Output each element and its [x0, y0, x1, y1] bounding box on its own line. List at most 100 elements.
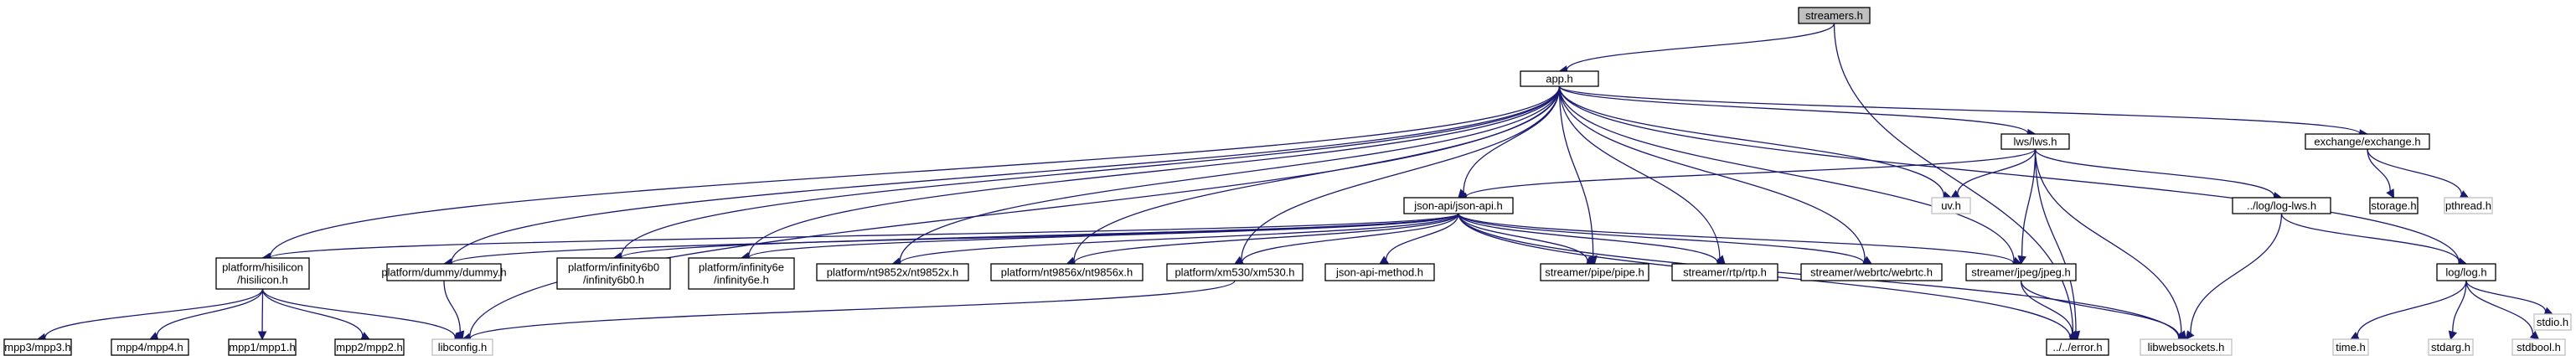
node-box	[1540, 263, 1649, 281]
node-label: mpp1/mpp1.h	[229, 341, 296, 353]
node-label: platform/infinity6b0	[568, 261, 659, 274]
node-box	[2511, 338, 2566, 356]
node-xm530[interactable]: platform/xm530/xm530.h	[1166, 263, 1303, 281]
edge-loglog-to-stdbool	[2465, 280, 2540, 340]
node-label: stdarg.h	[2431, 341, 2470, 353]
node-box	[2305, 133, 2430, 150]
node-label: platform/infinity6e	[699, 261, 784, 274]
node-label: log/log.h	[2445, 266, 2486, 279]
node-label: /hisilicon.h	[237, 274, 288, 286]
node-box	[111, 338, 189, 356]
node-box	[2332, 338, 2369, 356]
node-pipe[interactable]: streamer/pipe/pipe.h	[1540, 263, 1649, 281]
node-box	[2533, 313, 2572, 331]
node-box	[2232, 197, 2331, 214]
node-label: storage.h	[2371, 199, 2416, 212]
node-infinity6e[interactable]: platform/infinity6e/infinity6e.h	[688, 257, 795, 290]
node-label: uv.h	[1941, 199, 1961, 212]
node-label: mpp3/mpp3.h	[4, 341, 71, 353]
edge-streamers-to-error	[1833, 23, 2078, 340]
node-hisilicon[interactable]: platform/hisilicon/hisilicon.h	[215, 257, 310, 290]
node-label: time.h	[2336, 341, 2365, 353]
edge-lws-to-jpeg	[2017, 148, 2037, 266]
node-nt9852x[interactable]: platform/nt9852x/nt9852x.h	[816, 263, 969, 281]
node-pthread: pthread.h	[2444, 197, 2493, 214]
edge-streamers-to-app	[1558, 23, 1835, 75]
node-storage[interactable]: storage.h	[2369, 197, 2419, 214]
node-streamers[interactable]: streamers.h	[1798, 7, 1871, 24]
node-label: pthread.h	[2445, 199, 2491, 212]
node-stdio: stdio.h	[2533, 313, 2572, 331]
edge-loglws-to-libwebsockets	[2185, 213, 2283, 340]
node-label: stdio.h	[2537, 316, 2568, 328]
edge-lws-to-loglws	[2034, 148, 2283, 201]
node-box	[1798, 7, 1871, 24]
edge-jsonapi-to-nt9852x	[891, 213, 1459, 268]
nodes-layer: streamers.h app.h ../../error.h platform/hi…	[3, 7, 2572, 356]
edge-jsonapi-to-jpeg	[1458, 213, 2022, 268]
node-box	[1166, 263, 1303, 281]
node-infinity6b0[interactable]: platform/infinity6b0/infinity6b0.h	[556, 257, 671, 290]
node-box	[2436, 263, 2496, 281]
node-label: lws/lws.h	[2013, 136, 2057, 148]
node-label: stdbool.h	[2517, 341, 2561, 353]
edge-app-to-exchange	[1558, 85, 2369, 138]
node-lws[interactable]: lws/lws.h	[2000, 133, 2070, 150]
node-label: streamer/pipe/pipe.h	[1545, 266, 1644, 279]
node-uv: uv.h	[1931, 197, 1971, 214]
node-webrtc[interactable]: streamer/webrtc/webrtc.h	[1800, 263, 1943, 281]
node-box	[1671, 263, 1778, 281]
node-label: platform/dummy/dummy.h	[381, 266, 506, 279]
node-label: libwebsockets.h	[2148, 341, 2225, 353]
edge-jsonapi-to-webrtc	[1458, 213, 1873, 268]
node-label: streamer/jpeg/jpeg.h	[1971, 266, 2071, 279]
edges-layer	[36, 23, 2554, 343]
node-label: ../../error.h	[2052, 341, 2102, 353]
node-app[interactable]: app.h	[1520, 70, 1599, 87]
node-label: libconfig.h	[438, 341, 488, 353]
edge-app-to-jpeg	[1558, 85, 2022, 266]
node-box	[2444, 197, 2493, 214]
edge-hisilicon-to-mpp3	[36, 288, 264, 343]
node-exchange[interactable]: exchange/exchange.h	[2305, 133, 2430, 150]
node-label: mpp4/mpp4.h	[116, 341, 183, 353]
edge-hisilicon-to-mpp2	[261, 288, 371, 340]
node-label: platform/nt9852x/nt9852x.h	[827, 266, 959, 279]
node-box	[1931, 197, 1971, 214]
node-loglog[interactable]: log/log.h	[2436, 263, 2496, 281]
edge-exchange-to-storage	[2367, 148, 2395, 199]
edge-hisilicon-to-mpp1	[257, 288, 267, 341]
node-mpp2[interactable]: mpp2/mpp2.h	[334, 338, 405, 356]
node-rtp[interactable]: streamer/rtp/rtp.h	[1671, 263, 1778, 281]
node-jpeg[interactable]: streamer/jpeg/jpeg.h	[1965, 263, 2077, 281]
node-label: json-api-method.h	[1335, 266, 1423, 279]
node-label: mpp2/mpp2.h	[336, 341, 403, 353]
node-box	[215, 257, 310, 290]
node-dummy[interactable]: platform/dummy/dummy.h	[381, 263, 507, 281]
edge-app-to-nt9856x	[1066, 85, 1561, 266]
node-label: platform/hisilicon	[222, 261, 303, 274]
node-error[interactable]: ../../error.h	[2046, 338, 2109, 356]
node-loglws[interactable]: ../log/log-lws.h	[2232, 197, 2331, 214]
node-mpp3[interactable]: mpp3/mpp3.h	[3, 338, 72, 356]
node-label: ../log/log-lws.h	[2247, 199, 2316, 212]
node-mpp4[interactable]: mpp4/mpp4.h	[111, 338, 189, 356]
node-jsonapi[interactable]: json-api/json-api.h	[1403, 197, 1514, 214]
node-stdarg: stdarg.h	[2428, 338, 2474, 356]
node-label: streamer/webrtc/webrtc.h	[1810, 266, 1933, 279]
edge-dummy-to-libconfig	[443, 280, 465, 341]
node-jsonapimethod[interactable]: json-api-method.h	[1324, 263, 1435, 281]
node-nt9856x[interactable]: platform/nt9856x/nt9856x.h	[990, 263, 1143, 281]
node-box	[3, 338, 72, 356]
node-box	[386, 263, 502, 281]
node-box	[816, 263, 969, 281]
node-label: json-api/json-api.h	[1413, 199, 1503, 212]
node-label: streamer/rtp/rtp.h	[1683, 266, 1767, 279]
edge-loglog-to-time	[2350, 280, 2467, 340]
node-libconfig: libconfig.h	[431, 338, 493, 356]
node-box	[1800, 263, 1943, 281]
node-label: streamers.h	[1805, 9, 1863, 22]
node-box	[1324, 263, 1435, 281]
node-mpp1[interactable]: mpp1/mpp1.h	[228, 338, 297, 356]
